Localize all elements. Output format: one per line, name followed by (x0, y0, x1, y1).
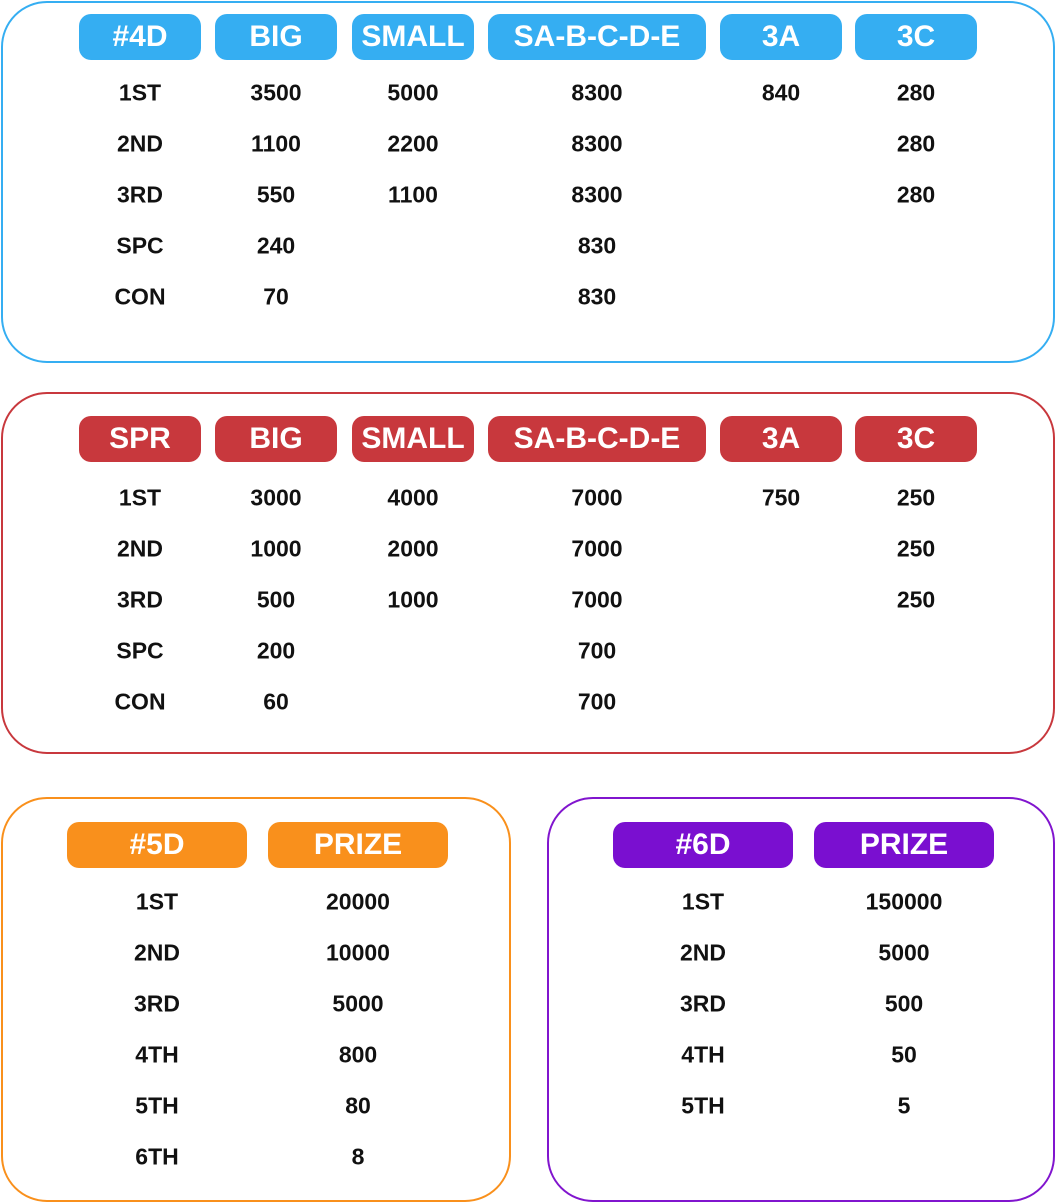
spr-cell-r2-c2: 1000 (387, 586, 439, 613)
spr-header-2: SMALL (352, 416, 474, 462)
spr-header-4: 3A (720, 416, 842, 462)
spr-header-3: SA-B-C-D-E (488, 416, 706, 462)
spr-cell-r1-c5: 250 (896, 535, 936, 562)
4d-cell-r1-c5: 280 (896, 130, 936, 157)
spr-cell-r2-c3: 7000 (571, 586, 623, 613)
5d-cell-r4-c1: 80 (345, 1092, 371, 1119)
spr-cell-r0-c4: 750 (761, 484, 801, 511)
spr-header-1: BIG (215, 416, 337, 462)
4d-cell-r3-c3: 830 (577, 232, 617, 259)
4d-cell-r0-c1: 3500 (250, 79, 302, 106)
4d-cell-r0-c2: 5000 (387, 79, 439, 106)
4d-cell-r2-c1: 550 (256, 181, 296, 208)
spr-cell-r4-c1: 60 (263, 688, 289, 715)
5d-cell-r3-c0: 4TH (135, 1041, 179, 1068)
4d-header-4: 3A (720, 14, 842, 60)
4d-cell-r1-c2: 2200 (387, 130, 439, 157)
4d-cell-r0-c4: 840 (761, 79, 801, 106)
5d-cell-r0-c1: 20000 (326, 888, 390, 915)
5d-cell-r1-c1: 10000 (326, 939, 390, 966)
6d-cell-r2-c1: 500 (884, 990, 924, 1017)
5d-cell-r2-c0: 3RD (133, 990, 181, 1017)
4d-cell-r3-c0: SPC (116, 232, 164, 259)
spr-header-5: 3C (855, 416, 977, 462)
4d-header-2: SMALL (352, 14, 474, 60)
6d-cell-r0-c0: 1ST (681, 888, 725, 915)
spr-header-0: SPR (79, 416, 201, 462)
5d-cell-r5-c1: 8 (351, 1143, 365, 1170)
4d-cell-r1-c1: 1100 (251, 130, 301, 157)
4d-header-5: 3C (855, 14, 977, 60)
5d-header-0: #5D (67, 822, 247, 868)
spr-cell-r0-c0: 1ST (118, 484, 162, 511)
spr-cell-r2-c5: 250 (896, 586, 936, 613)
5d-header-1: PRIZE (268, 822, 448, 868)
6d-cell-r3-c0: 4TH (681, 1041, 725, 1068)
6d-cell-r2-c0: 3RD (679, 990, 727, 1017)
5d-cell-r3-c1: 800 (338, 1041, 378, 1068)
spr-cell-r3-c0: SPC (116, 637, 164, 664)
spr-cell-r1-c1: 1000 (250, 535, 302, 562)
5d-cell-r0-c0: 1ST (135, 888, 179, 915)
spr-cell-r0-c2: 4000 (387, 484, 439, 511)
6d-header-1: PRIZE (814, 822, 994, 868)
4d-cell-r4-c1: 70 (263, 283, 289, 310)
spr-cell-r2-c1: 500 (256, 586, 296, 613)
spr-cell-r1-c3: 7000 (571, 535, 623, 562)
6d-cell-r1-c0: 2ND (679, 939, 727, 966)
spr-cell-r3-c3: 700 (577, 637, 617, 664)
4d-cell-r1-c3: 8300 (571, 130, 623, 157)
4d-cell-r2-c3: 8300 (571, 181, 623, 208)
4d-cell-r2-c2: 1100 (388, 181, 438, 208)
spr-cell-r0-c5: 250 (896, 484, 936, 511)
4d-cell-r1-c0: 2ND (116, 130, 164, 157)
4d-cell-r0-c3: 8300 (571, 79, 623, 106)
4d-cell-r4-c3: 830 (577, 283, 617, 310)
4d-cell-r3-c1: 240 (256, 232, 296, 259)
spr-cell-r3-c1: 200 (256, 637, 296, 664)
4d-cell-r0-c5: 280 (896, 79, 936, 106)
5d-cell-r1-c0: 2ND (133, 939, 181, 966)
panel-4d: #4D BIG SMALL SA-B-C-D-E 3A 3C 1ST 3500 5000 8300… (1, 1, 1055, 363)
4d-header-0: #4D (79, 14, 201, 60)
spr-cell-r1-c2: 2000 (387, 535, 439, 562)
6d-cell-r4-c0: 5TH (681, 1092, 725, 1119)
6d-header-0: #6D (613, 822, 793, 868)
5d-cell-r2-c1: 5000 (332, 990, 384, 1017)
spr-cell-r2-c0: 3RD (116, 586, 164, 613)
6d-cell-r0-c1: 150000 (865, 888, 943, 915)
4d-cell-r4-c0: CON (114, 283, 166, 310)
6d-cell-r4-c1: 5 (897, 1092, 911, 1119)
6d-cell-r1-c1: 5000 (878, 939, 930, 966)
panel-6d: #6D PRIZE 1ST 150000 2ND 5000 3RD 500 4TH 50 5TH 5 (547, 797, 1055, 1202)
spr-cell-r4-c0: CON (114, 688, 166, 715)
spr-cell-r4-c3: 700 (577, 688, 617, 715)
panel-5d: #5D PRIZE 1ST 20000 2ND 10000 3RD 5000 4TH 800 5TH… (1, 797, 511, 1202)
spr-cell-r0-c3: 7000 (571, 484, 623, 511)
spr-cell-r1-c0: 2ND (116, 535, 164, 562)
6d-cell-r3-c1: 50 (891, 1041, 917, 1068)
spr-cell-r0-c1: 3000 (250, 484, 302, 511)
5d-cell-r4-c0: 5TH (135, 1092, 179, 1119)
4d-header-1: BIG (215, 14, 337, 60)
5d-cell-r5-c0: 6TH (135, 1143, 179, 1170)
4d-header-3: SA-B-C-D-E (488, 14, 706, 60)
panel-spr: SPR BIG SMALL SA-B-C-D-E 3A 3C 1ST 3000 4000 7000… (1, 392, 1055, 754)
4d-cell-r0-c0: 1ST (118, 79, 162, 106)
4d-cell-r2-c5: 280 (896, 181, 936, 208)
4d-cell-r2-c0: 3RD (116, 181, 164, 208)
